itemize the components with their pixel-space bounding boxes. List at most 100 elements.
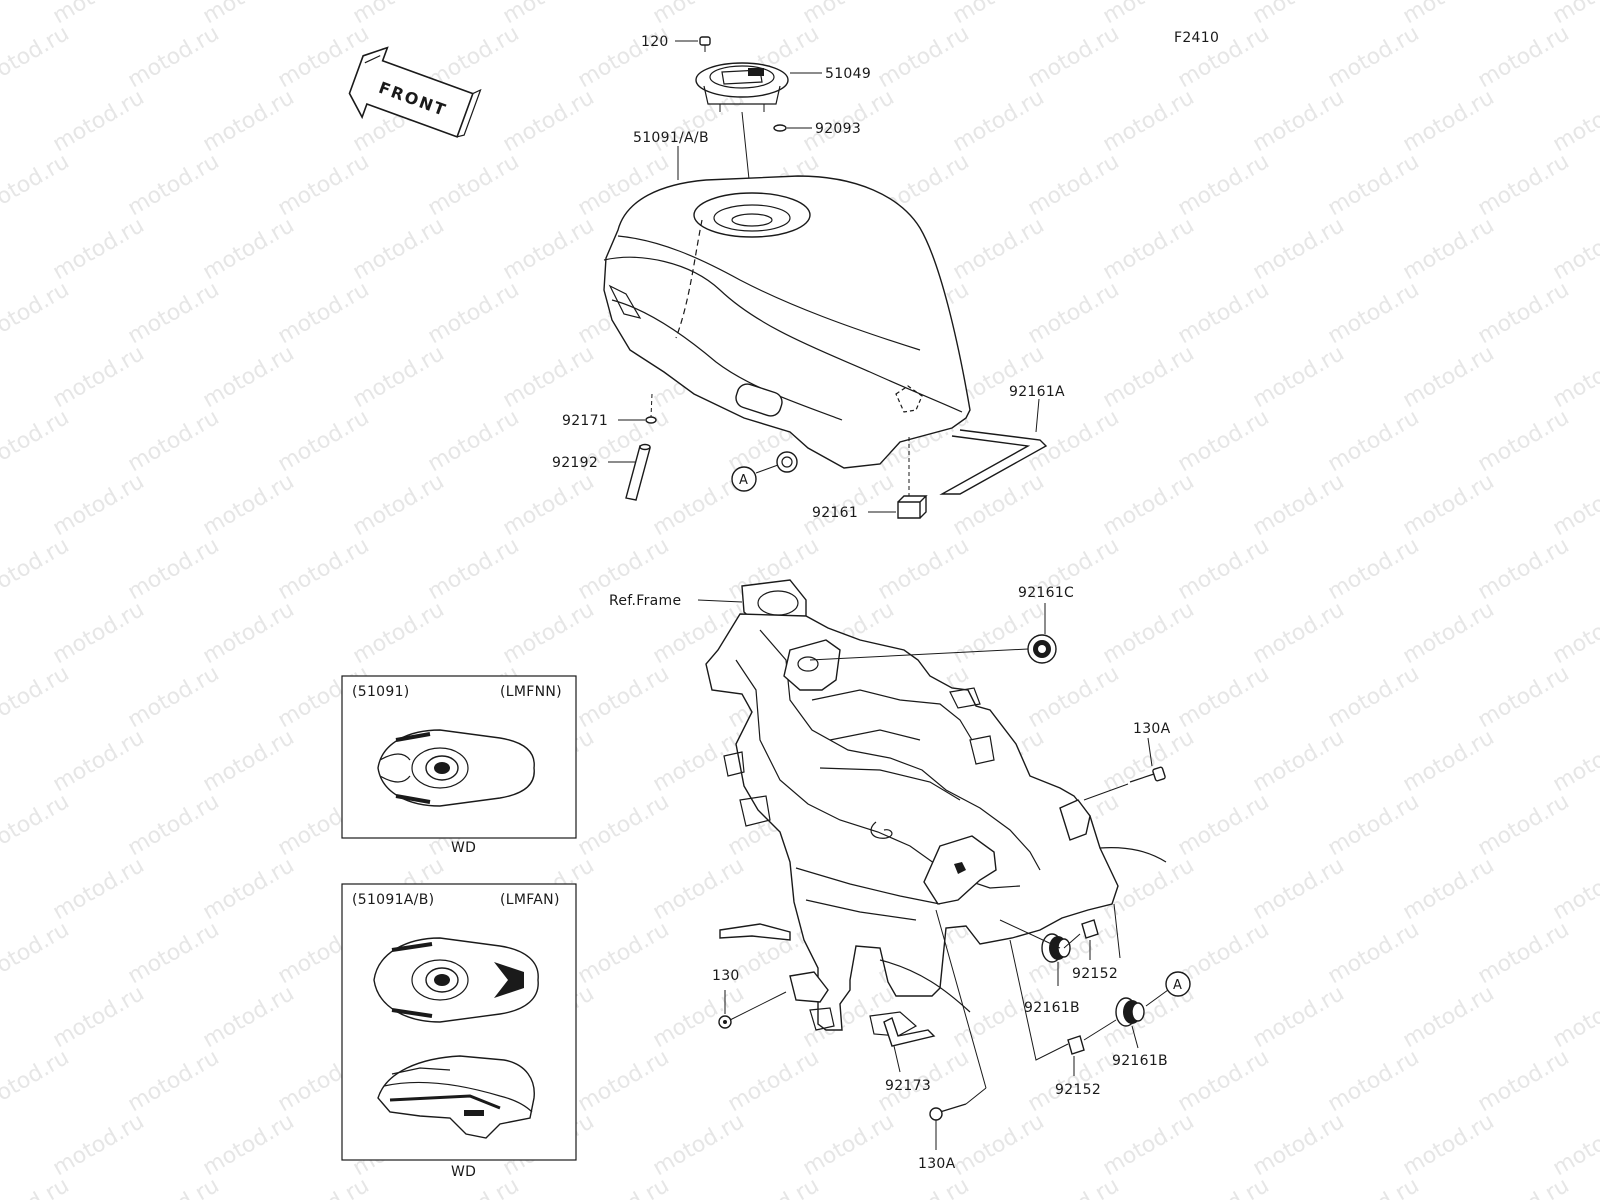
damper-92161b-b bbox=[1115, 997, 1145, 1027]
watermark-text: motod.ru bbox=[274, 149, 374, 221]
watermark-text: motod.ru bbox=[0, 661, 74, 733]
watermark-text: motod.ru bbox=[1174, 1173, 1274, 1200]
watermark-text: motod.ru bbox=[1099, 85, 1199, 157]
watermark-text: motod.ru bbox=[1324, 533, 1424, 605]
watermark-text: motod.ru bbox=[124, 917, 224, 989]
watermark-text: motod.ru bbox=[949, 1109, 1049, 1181]
watermark-text: motod.ru bbox=[1474, 405, 1574, 477]
tank-top-view-graphic bbox=[373, 937, 539, 1023]
watermark-text: motod.ru bbox=[424, 277, 524, 349]
watermark-text: motod.ru bbox=[1474, 277, 1574, 349]
watermark-text: motod.ru bbox=[1249, 853, 1349, 925]
watermark-text: motod.ru bbox=[199, 213, 299, 285]
watermark-text: motod.ru bbox=[1549, 469, 1600, 541]
watermark-text: motod.ru bbox=[124, 1173, 224, 1200]
bracket-92173 bbox=[883, 1017, 936, 1047]
watermark-text: motod.ru bbox=[49, 597, 149, 669]
watermark-text: motod.ru bbox=[199, 597, 299, 669]
watermark-text: motod.ru bbox=[0, 917, 74, 989]
watermark-text: motod.ru bbox=[1549, 981, 1600, 1053]
watermark-text: motod.ru bbox=[199, 85, 299, 157]
watermark-text: motod.ru bbox=[0, 277, 74, 349]
watermark-text: motod.ru bbox=[1249, 213, 1349, 285]
watermark-text: motod.ru bbox=[1399, 1109, 1499, 1181]
watermark-text: motod.ru bbox=[1549, 85, 1600, 157]
watermark-text: motod.ru bbox=[1249, 597, 1349, 669]
watermark-text: motod.ru bbox=[1324, 661, 1424, 733]
watermark-text: motod.ru bbox=[1399, 213, 1499, 285]
watermark-text: motod.ru bbox=[1024, 277, 1124, 349]
watermark-text: motod.ru bbox=[949, 0, 1049, 29]
watermark-text: motod.ru bbox=[1024, 21, 1124, 93]
callout-92161a: 92161A bbox=[1009, 384, 1065, 400]
watermark-text: motod.ru bbox=[1549, 341, 1600, 413]
watermark-text: motod.ru bbox=[49, 341, 149, 413]
fuel-tank-51091 bbox=[603, 175, 1048, 495]
watermark-text: motod.ru bbox=[349, 0, 449, 29]
watermark-text: motod.ru bbox=[1399, 725, 1499, 797]
watermark-text: motod.ru bbox=[1549, 725, 1600, 797]
watermark-text: motod.ru bbox=[1324, 405, 1424, 477]
watermark-text: motod.ru bbox=[1249, 1109, 1349, 1181]
watermark-text: motod.ru bbox=[499, 597, 599, 669]
watermark-text: motod.ru bbox=[1024, 661, 1124, 733]
watermark-text: motod.ru bbox=[1324, 21, 1424, 93]
bolt-120 bbox=[699, 36, 711, 52]
watermark-text: motod.ru bbox=[649, 981, 749, 1053]
watermark-text: motod.ru bbox=[1549, 213, 1600, 285]
callout-92171: 92171 bbox=[562, 413, 608, 429]
callout-130: 130 bbox=[712, 968, 740, 984]
watermark-text: motod.ru bbox=[124, 1045, 224, 1117]
fuel-cap-51049 bbox=[695, 62, 789, 112]
bolt-130 bbox=[718, 1015, 732, 1029]
pad-92161 bbox=[897, 495, 928, 519]
watermark-text: motod.ru bbox=[724, 1045, 824, 1117]
collar-92152-b bbox=[1067, 1035, 1085, 1055]
watermark-text: motod.ru bbox=[424, 533, 524, 605]
watermark-text: motod.ru bbox=[124, 21, 224, 93]
watermark-text: motod.ru bbox=[1249, 0, 1349, 29]
callout-92093: 92093 bbox=[815, 121, 861, 137]
callout-92161b-b: 92161B bbox=[1112, 1053, 1168, 1069]
callout-92152-a: 92152 bbox=[1072, 966, 1118, 982]
watermark-text: motod.ru bbox=[649, 853, 749, 925]
watermark-text: motod.ru bbox=[1174, 1045, 1274, 1117]
callout-92152-b: 92152 bbox=[1055, 1082, 1101, 1098]
watermark-text: motod.ru bbox=[49, 725, 149, 797]
watermark-text: motod.ru bbox=[1324, 277, 1424, 349]
variant-part-1: (51091) bbox=[352, 684, 410, 700]
watermark-text: motod.ru bbox=[274, 1173, 374, 1200]
watermark-text: motod.ru bbox=[0, 405, 74, 477]
watermark-text: motod.ru bbox=[1099, 469, 1199, 541]
watermark-text: motod.ru bbox=[1399, 341, 1499, 413]
watermark-text: motod.ru bbox=[1024, 1173, 1124, 1200]
callout-92161: 92161 bbox=[812, 505, 858, 521]
damper-92161b-a bbox=[1041, 933, 1071, 963]
watermark-text: motod.ru bbox=[1249, 725, 1349, 797]
watermark-text: motod.ru bbox=[799, 1109, 899, 1181]
bolt-130a-top bbox=[1129, 766, 1166, 783]
watermark-text: motod.ru bbox=[1174, 789, 1274, 861]
watermark-text: motod.ru bbox=[1474, 789, 1574, 861]
watermark-text: motod.ru bbox=[1249, 341, 1349, 413]
watermark-text: motod.ru bbox=[1249, 85, 1349, 157]
watermark-text: motod.ru bbox=[574, 917, 674, 989]
watermark-text: motod.ru bbox=[124, 277, 224, 349]
watermark-text: motod.ru bbox=[199, 341, 299, 413]
watermark-text: motod.ru bbox=[124, 149, 224, 221]
ref-marker-a-bottom: A bbox=[1173, 978, 1182, 993]
frame-assembly bbox=[705, 579, 1167, 1037]
watermark-text: motod.ru bbox=[1099, 1109, 1199, 1181]
watermark-text: motod.ru bbox=[949, 981, 1049, 1053]
variant-part-2: (51091A/B) bbox=[352, 892, 434, 908]
watermark-text: motod.ru bbox=[1174, 277, 1274, 349]
watermark-text: motod.ru bbox=[0, 789, 74, 861]
watermark-text: motod.ru bbox=[1249, 469, 1349, 541]
watermark-text: motod.ru bbox=[1174, 149, 1274, 221]
watermark-text: motod.ru bbox=[0, 533, 74, 605]
watermark-text: motod.ru bbox=[1099, 0, 1199, 29]
watermark-text: motod.ru bbox=[499, 213, 599, 285]
watermark-text: motod.ru bbox=[199, 469, 299, 541]
watermark-text: motod.ru bbox=[49, 85, 149, 157]
